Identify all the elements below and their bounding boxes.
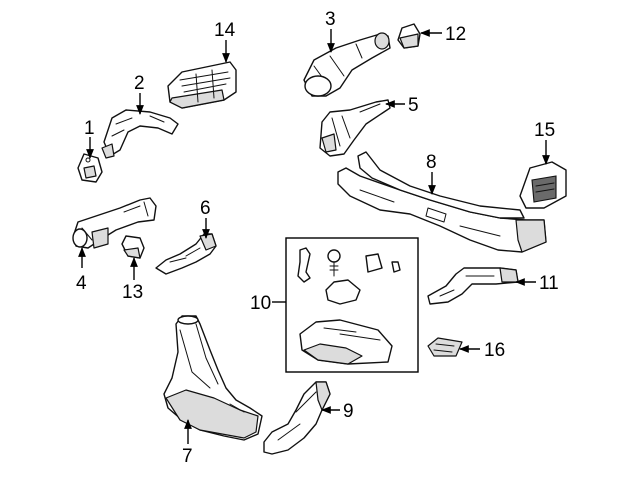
callout-8: 8 [426, 152, 437, 173]
part-7-floor-duct[interactable] [163, 315, 263, 441]
part-10-hardware-kit-box[interactable] [285, 237, 419, 373]
callout-3: 3 [325, 9, 336, 30]
part-12-clip[interactable] [397, 23, 421, 49]
callout-14: 14 [214, 20, 236, 41]
callout-4: 4 [76, 273, 87, 294]
part-8-main-duct[interactable] [337, 151, 547, 253]
callout-11: 11 [539, 273, 559, 294]
part-1-bracket[interactable] [77, 153, 103, 183]
callout-9: 9 [343, 401, 354, 422]
callout-15: 15 [534, 120, 555, 141]
callout-12: 12 [445, 24, 466, 45]
part-14-vent-grille[interactable] [167, 61, 237, 109]
callout-2: 2 [134, 73, 145, 94]
part-2-duct[interactable] [101, 109, 179, 159]
callout-1: 1 [84, 118, 95, 139]
part-13-small-clip[interactable] [121, 235, 145, 259]
callout-7: 7 [182, 446, 193, 467]
callout-5: 5 [408, 95, 419, 116]
part-11-duct[interactable] [427, 267, 519, 305]
part-3-nozzle[interactable] [303, 32, 391, 97]
part-5-duct-adapter[interactable] [319, 99, 391, 157]
part-9-rear-duct[interactable] [263, 381, 331, 455]
callout-13: 13 [122, 282, 143, 303]
part-4-side-duct[interactable] [72, 197, 157, 249]
part-16-pad[interactable] [427, 337, 463, 357]
callout-16: 16 [484, 340, 505, 361]
callout-10: 10 [250, 293, 271, 314]
part-15-vent-housing[interactable] [519, 161, 567, 209]
callout-6: 6 [200, 198, 211, 219]
part-6-bracket-duct[interactable] [155, 233, 217, 275]
